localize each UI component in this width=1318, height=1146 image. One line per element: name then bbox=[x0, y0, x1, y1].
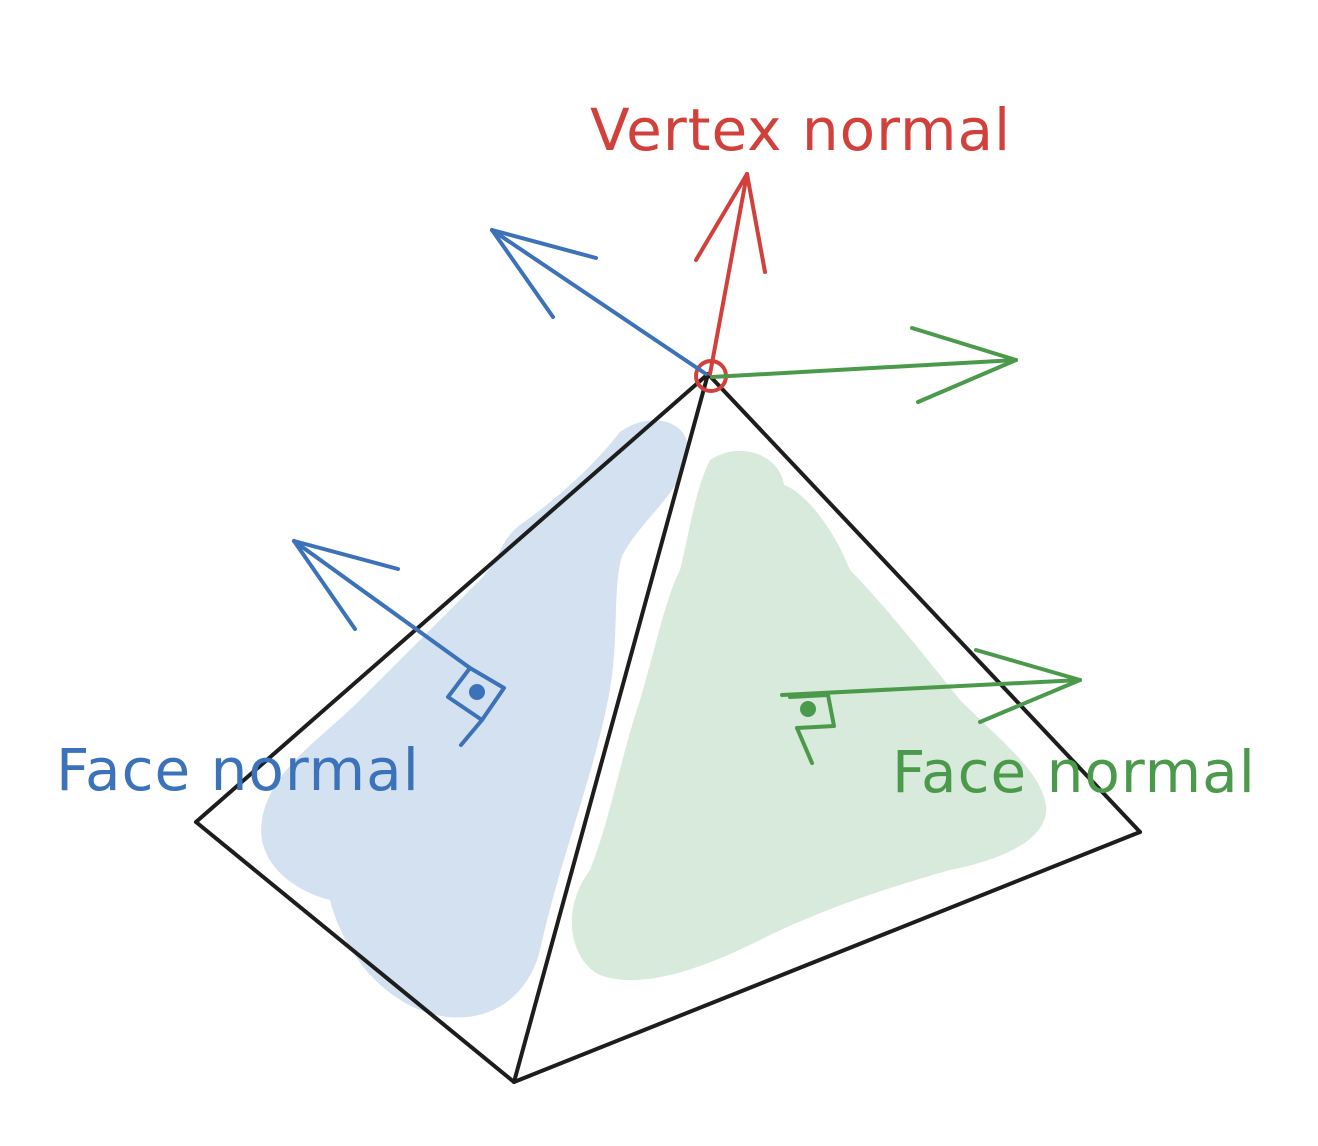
vertex-normal-arrow bbox=[694, 172, 767, 376]
edge-middle bbox=[512, 372, 710, 1084]
edge-bottom-left bbox=[194, 820, 516, 1084]
edge-left bbox=[194, 372, 710, 824]
right-face-normal-arrow bbox=[780, 648, 1082, 724]
left-face-fill bbox=[261, 420, 689, 1018]
face-normal-right-label: Face normal bbox=[892, 738, 1256, 806]
pyramid-outline bbox=[194, 372, 1142, 1084]
right-right-angle-marker bbox=[788, 693, 836, 765]
right-face-normal-at-vertex-arrow bbox=[710, 326, 1018, 404]
edge-bottom-right bbox=[512, 830, 1142, 1084]
left-face-normal-arrow bbox=[292, 539, 472, 670]
left-right-angle-marker bbox=[446, 666, 506, 747]
left-face-normal-at-vertex-arrow bbox=[490, 228, 708, 376]
left-right-angle-dot bbox=[469, 684, 485, 700]
right-right-angle-dot bbox=[800, 701, 816, 717]
face-normal-left-label: Face normal bbox=[56, 736, 420, 804]
vertex-normal-label: Vertex normal bbox=[590, 96, 1011, 164]
edge-right bbox=[706, 372, 1142, 834]
